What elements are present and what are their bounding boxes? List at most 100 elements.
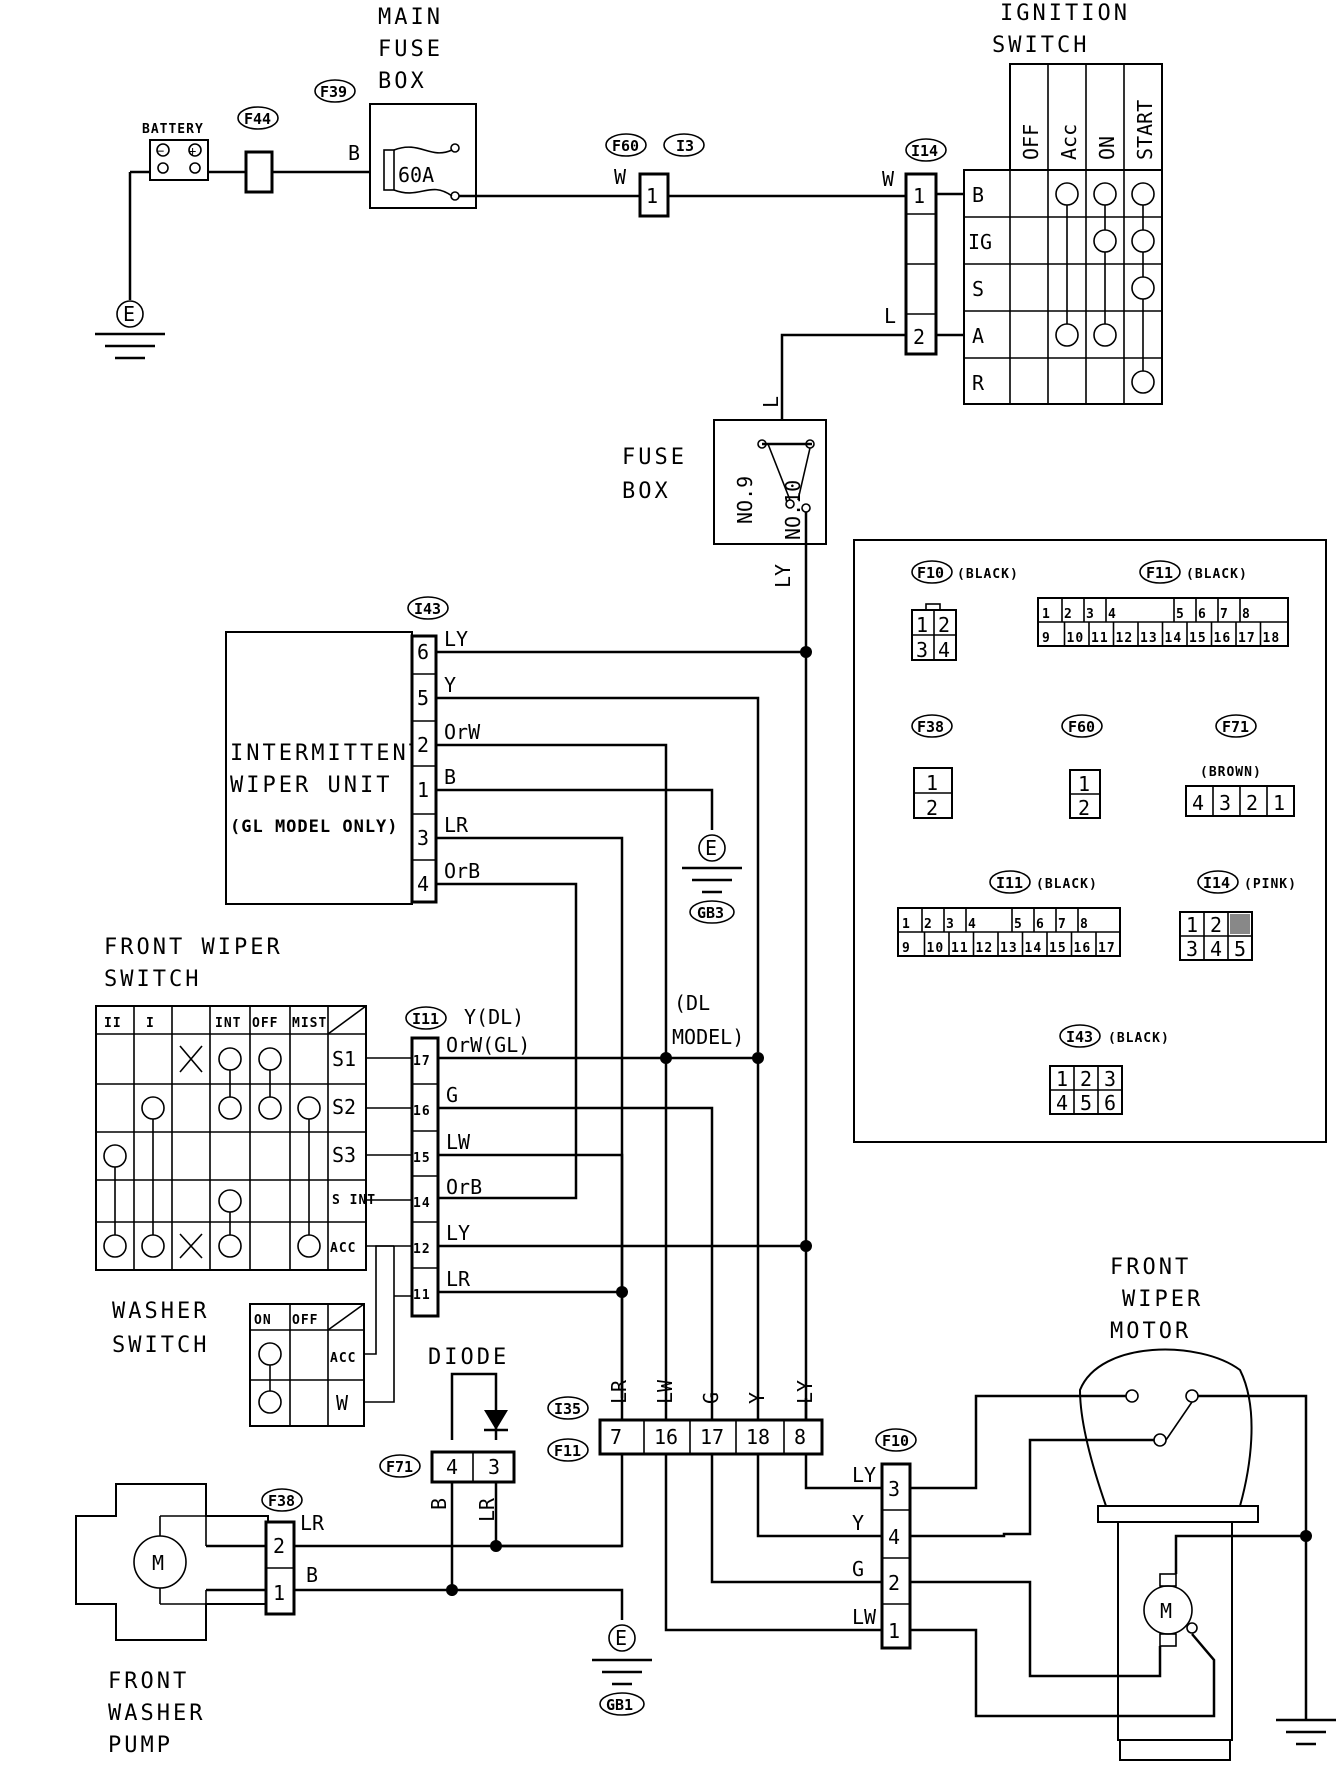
- pin-cell: 4: [1108, 607, 1117, 622]
- washer-switch: WASHER SWITCH ON OFF ACC W: [112, 1299, 365, 1427]
- pin-cell: 15: [1049, 941, 1067, 956]
- wiper-switch-wire-label: LR: [446, 1267, 471, 1291]
- pin-cell: 5: [1176, 607, 1185, 622]
- pin-cell: 7: [1058, 917, 1067, 932]
- i14-connector: I14 1 2 W L: [882, 138, 947, 356]
- svg-text:E: E: [705, 836, 717, 860]
- pin-cell: 10: [1067, 631, 1085, 646]
- svg-text:ACC: ACC: [330, 1351, 356, 1366]
- f60-i3-connector: F60 I3 W 1: [605, 133, 705, 218]
- svg-text:Acc: Acc: [1057, 124, 1081, 160]
- pin-cell: 16: [1074, 941, 1092, 956]
- pin-cell: 10: [927, 941, 945, 956]
- svg-text:SWITCH: SWITCH: [112, 1333, 209, 1358]
- svg-text:(GL MODEL ONLY): (GL MODEL ONLY): [230, 817, 399, 837]
- wiper-switch-pin: 15: [413, 1151, 431, 1166]
- svg-text:4: 4: [1210, 937, 1222, 961]
- pin-cell: 18: [1263, 631, 1281, 646]
- svg-text:L: L: [884, 304, 896, 328]
- svg-text:2: 2: [926, 796, 938, 820]
- svg-text:F10: F10: [882, 1432, 909, 1450]
- intermittent-wire-label: LR: [444, 813, 469, 837]
- pin-cell: 3: [1086, 607, 1095, 622]
- svg-text:(BLACK): (BLACK): [1036, 877, 1098, 892]
- svg-text:(PINK): (PINK): [1244, 877, 1297, 892]
- svg-text:WIPER: WIPER: [1122, 1287, 1203, 1312]
- pin-cell: 3: [946, 917, 955, 932]
- i35-f11-connector: I35 F11: [547, 1396, 824, 1462]
- svg-text:GB1: GB1: [606, 1696, 633, 1714]
- pin-cell: 6: [1036, 917, 1045, 932]
- wiper-switch-pin: 14: [413, 1196, 431, 1211]
- f10-pin: 1: [888, 1619, 900, 1643]
- intermittent-wiper-unit: INTERMITTENT WIPER UNIT (GL MODEL ONLY) …: [225, 596, 449, 905]
- pin-cell: 7: [1220, 607, 1229, 622]
- svg-text:2: 2: [273, 1534, 285, 1558]
- intermittent-wire-label: B: [444, 765, 456, 789]
- svg-text:B: B: [427, 1498, 451, 1510]
- svg-text:Y(DL): Y(DL): [464, 1005, 524, 1029]
- svg-text:1: 1: [916, 613, 928, 637]
- svg-text:I14: I14: [1203, 874, 1230, 892]
- wiper-switch-pin: 11: [413, 1288, 431, 1303]
- svg-text:2: 2: [1078, 796, 1090, 820]
- wiper-switch-wire-label: OrB: [446, 1175, 482, 1199]
- svg-text:I3: I3: [676, 137, 694, 155]
- svg-text:3: 3: [1104, 1067, 1116, 1091]
- svg-text:I43: I43: [414, 600, 441, 618]
- f39-tag: F39: [314, 79, 356, 103]
- f10-connector: F10: [875, 1428, 917, 1650]
- svg-text:3: 3: [1186, 937, 1198, 961]
- f10-wire-label: Y: [852, 1511, 864, 1535]
- svg-text:PUMP: PUMP: [108, 1733, 173, 1758]
- svg-text:3: 3: [1219, 791, 1231, 815]
- svg-text:II: II: [104, 1016, 122, 1031]
- svg-text:2: 2: [938, 613, 950, 637]
- svg-text:3: 3: [916, 638, 928, 662]
- diode: DIODE F71 4 3 B LR: [379, 1345, 516, 1522]
- svg-text:−: −: [157, 144, 164, 158]
- pin-cell: 9: [1042, 631, 1051, 646]
- f10-wire-label: LY: [852, 1463, 876, 1487]
- svg-text:S2: S2: [332, 1095, 356, 1119]
- svg-text:F38: F38: [268, 1492, 295, 1510]
- svg-text:1: 1: [1273, 791, 1285, 815]
- f38-connector: F38 2 1 LR B: [261, 1488, 325, 1616]
- svg-text:MAIN: MAIN: [378, 5, 443, 30]
- svg-text:F11: F11: [554, 1442, 581, 1460]
- svg-text:I14: I14: [911, 142, 938, 160]
- svg-text:S: S: [972, 277, 984, 301]
- pin-cell: 11: [1091, 631, 1109, 646]
- pin-cell: 1: [902, 917, 911, 932]
- svg-text:1: 1: [646, 184, 658, 208]
- svg-text:WIPER UNIT: WIPER UNIT: [230, 773, 392, 798]
- front-wiper-switch: FRONT WIPER SWITCH II I INT OFF MIST S1 …: [95, 935, 524, 1318]
- svg-text:WASHER: WASHER: [108, 1701, 205, 1726]
- svg-text:E: E: [615, 1626, 627, 1650]
- wiper-switch-wire-label: G: [446, 1083, 458, 1107]
- svg-text:F71: F71: [386, 1458, 413, 1476]
- pin-cell: 1: [1042, 607, 1051, 622]
- svg-text:GB3: GB3: [697, 904, 724, 922]
- intermittent-pin: 5: [417, 686, 429, 710]
- svg-text:I43: I43: [1066, 1028, 1093, 1046]
- svg-text:FUSE: FUSE: [622, 445, 687, 470]
- pin-cell: 8: [1080, 917, 1089, 932]
- pin-cell: 16: [1214, 631, 1232, 646]
- pin-cell: 12: [976, 941, 994, 956]
- pin-cell: 9: [902, 941, 911, 956]
- intermittent-pin: 4: [417, 872, 429, 896]
- svg-text:W: W: [336, 1391, 349, 1415]
- wiper-switch-wire-label: LW: [446, 1130, 471, 1154]
- svg-text:IG: IG: [968, 230, 992, 254]
- svg-text:LR: LR: [300, 1511, 325, 1535]
- svg-text:S INT: S INT: [332, 1193, 376, 1208]
- svg-text:(DL: (DL: [674, 991, 710, 1015]
